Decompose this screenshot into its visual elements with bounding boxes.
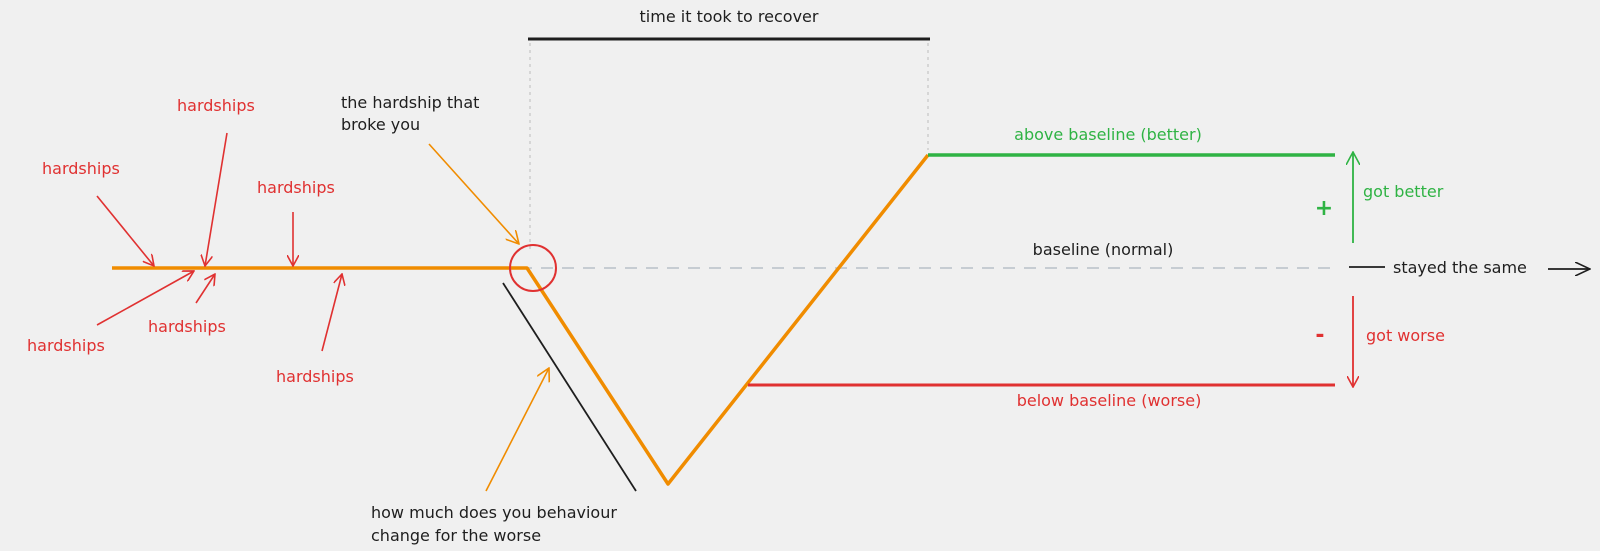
hardship-arrows (96, 132, 342, 352)
baseline-label: baseline (normal) (1033, 240, 1174, 259)
hardships-label: hardships (177, 96, 255, 115)
below-baseline-label: below baseline (worse) (1017, 391, 1202, 410)
breaking-point-circle (509, 244, 557, 292)
hardship-arrow-4 (96, 271, 194, 326)
hardship-arrow-1 (96, 195, 154, 266)
hardships-label: hardships (257, 178, 335, 197)
behaviour-change-label-line1: how much does you behaviour (371, 503, 617, 522)
hardships-label: hardships (276, 367, 354, 386)
behaviour-change-label-line2: change for the worse (371, 526, 541, 545)
plus-sign: + (1315, 196, 1333, 221)
broke-you-pointer-arrow (428, 143, 519, 244)
life-path-line (112, 153, 930, 486)
above-baseline-label: above baseline (better) (1014, 125, 1202, 144)
got-better-label: got better (1363, 182, 1444, 201)
behaviour-change-measure-line (502, 282, 637, 492)
hardships-label: hardships (27, 336, 105, 355)
minus-sign: - (1315, 323, 1324, 348)
broke-you-label-line1: the hardship that (341, 93, 479, 112)
hardship-arrow-6 (321, 274, 342, 352)
hardship-arrow-2 (205, 132, 228, 266)
behaviour-change-pointer-arrow (485, 368, 549, 492)
got-worse-label: got worse (1366, 326, 1445, 345)
hardships-label: hardships (42, 159, 120, 178)
recover-time-label: time it took to recover (640, 7, 819, 26)
hardship-arrow-5 (195, 274, 215, 304)
broke-you-label-line2: broke you (341, 115, 420, 134)
hardships-label: hardships (148, 317, 226, 336)
stayed-same-label: stayed the same (1393, 258, 1527, 277)
